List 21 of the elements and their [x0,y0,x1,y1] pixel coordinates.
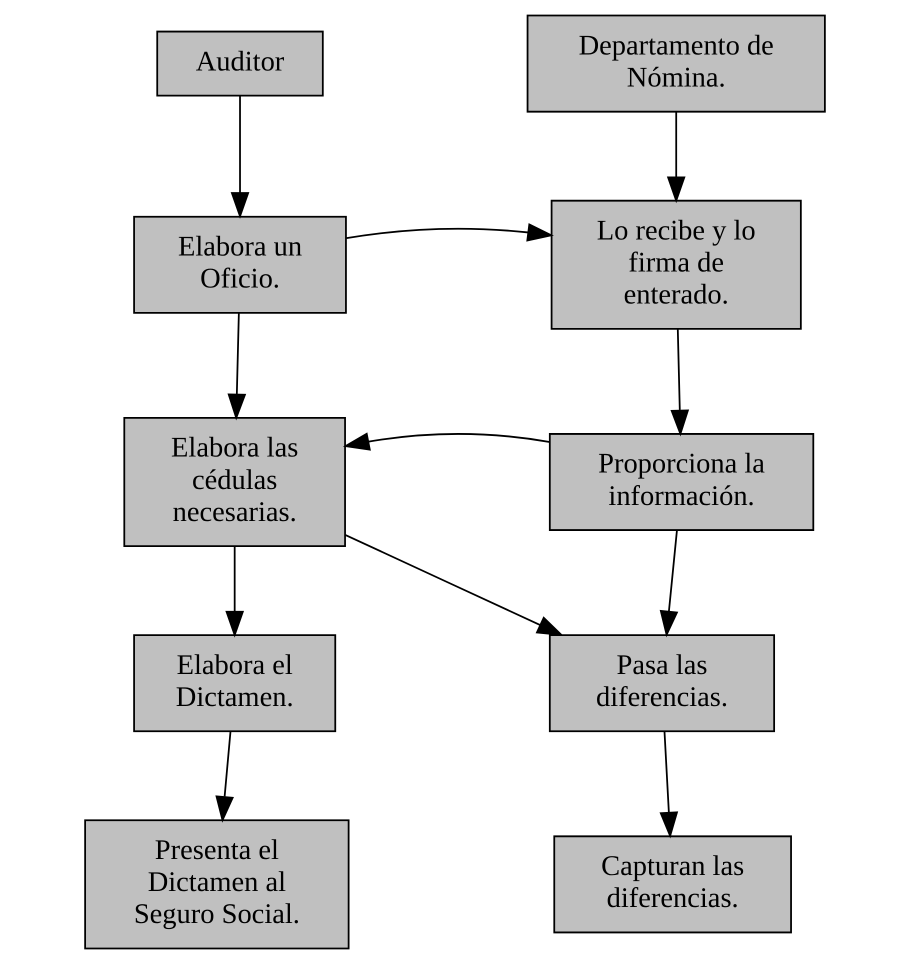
node-box: Elabora las cédulas necesarias. [122,417,346,547]
node-box: Capturan las diferencias. [552,835,792,934]
arrow [666,112,686,204]
node-box: Pasa las diferencias. [548,634,775,732]
node-box: Lo recibe y lo firma de enterado. [550,200,802,330]
node-box: Elabora el Dictamen. [132,634,336,732]
arrow [659,731,678,839]
node-box: Departamento de Nómina. [526,14,826,113]
arrow [224,546,244,638]
arrow [346,223,554,242]
arrow [230,96,249,219]
arrow [670,328,689,436]
node-box: Elabora un Oficio. [132,216,346,314]
arrow [226,312,246,420]
arrow [214,731,234,823]
node-box: Auditor [156,30,324,97]
node-box: Proporciona la información. [548,433,814,531]
node-box: Presenta el Dictamen al Seguro Social. [84,819,349,950]
arrow [659,530,678,638]
arrow [342,432,550,451]
arrow [344,534,564,636]
